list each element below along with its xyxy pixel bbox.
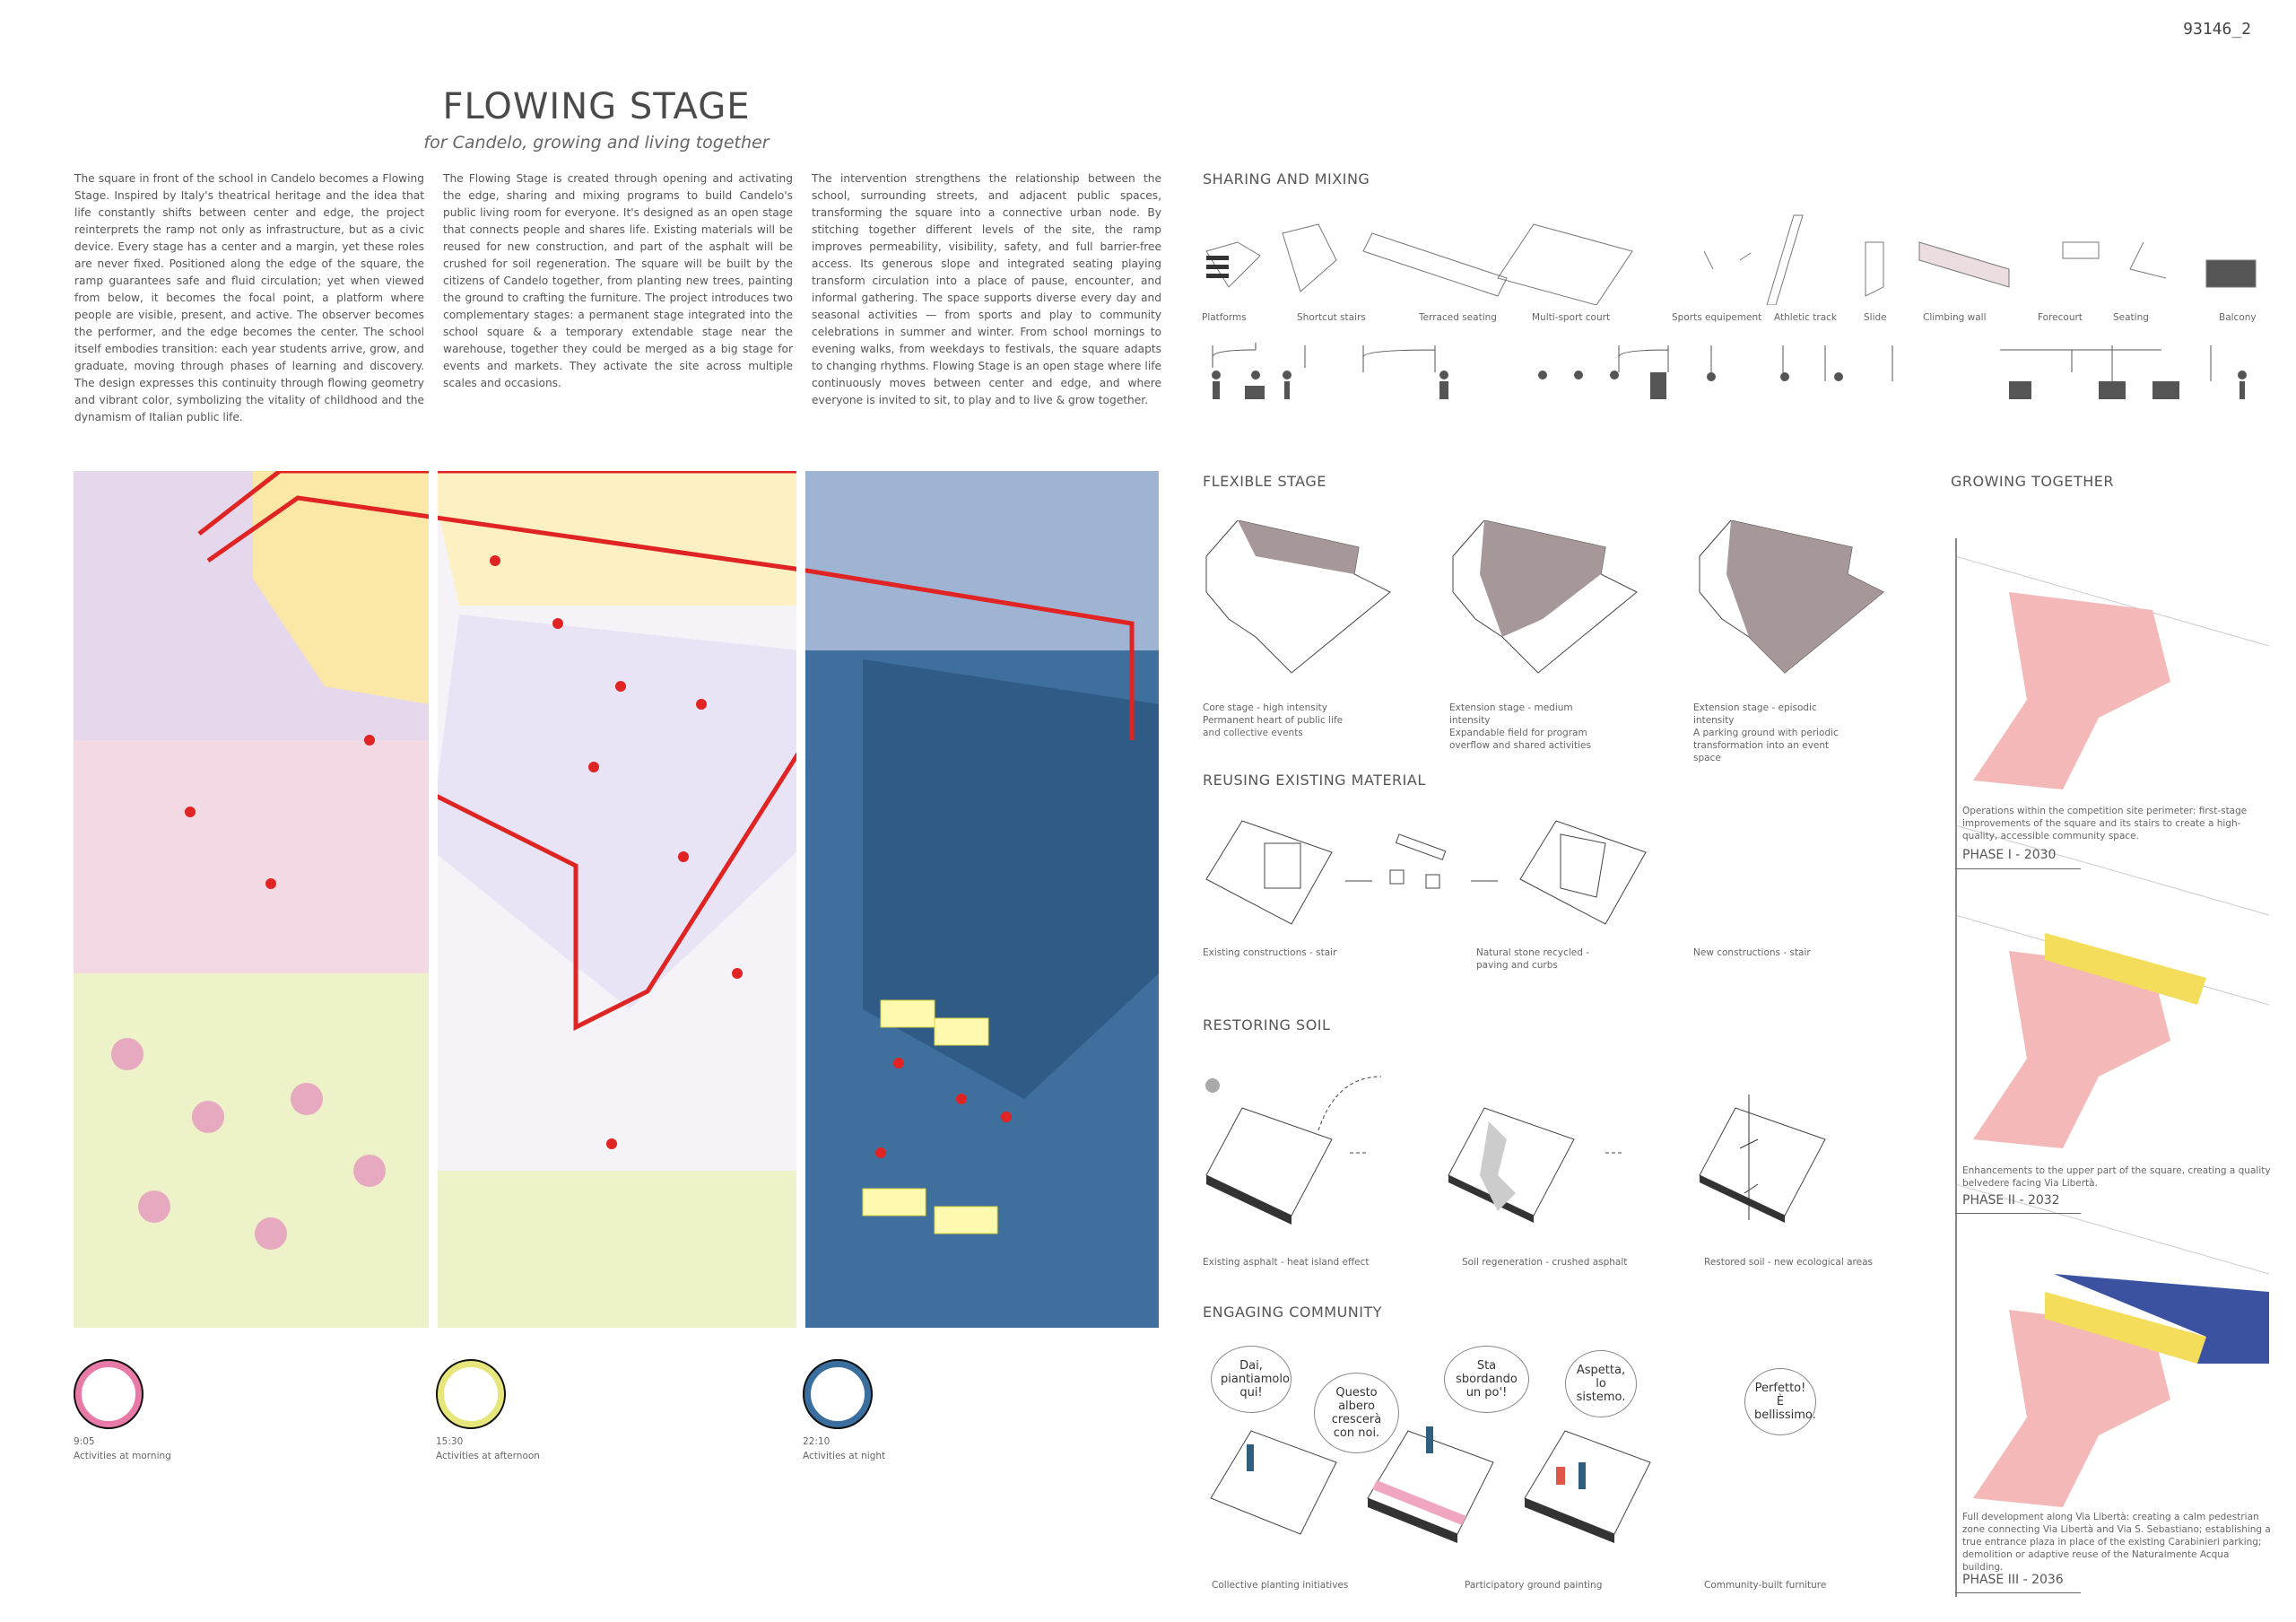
reusing-caption-3: New constructions - stair <box>1693 947 1811 958</box>
community-diagrams <box>1210 1426 1651 1543</box>
clock-morning: 9:05 Activities at morning <box>74 1359 171 1461</box>
community-caption-1: Collective planting initiatives <box>1212 1580 1349 1591</box>
clock-afternoon: 15:30 Activities at afternoon <box>436 1359 540 1461</box>
reusing-caption-1: Existing constructions - stair <box>1203 947 1337 958</box>
clock-icon <box>436 1359 506 1429</box>
user-pictograms <box>1212 343 2247 399</box>
soil-diagrams <box>1205 1076 1826 1225</box>
clock-icon <box>803 1359 873 1429</box>
arrow-icon <box>1955 868 2081 869</box>
arrow-icon <box>1955 1213 2081 1214</box>
flexible-stage-diagrams <box>1205 520 1884 674</box>
program-labels: Platforms Shortcut stairs Terraced seati… <box>1202 312 2257 323</box>
speech-bubble: Perfetto! È bellissimo. <box>1744 1368 1816 1435</box>
community-caption-2: Participatory ground painting <box>1465 1580 1603 1591</box>
phase-plans <box>1955 555 2269 1507</box>
clock-night: 22:10 Activities at night <box>803 1359 885 1461</box>
axonometric-site-plan <box>74 471 1159 1328</box>
sun-icon <box>1205 1078 1220 1093</box>
speech-bubble: Questo albero crescerà con noi. <box>1314 1373 1399 1453</box>
speech-bubble: Sta sbordando un po'! <box>1444 1346 1529 1413</box>
soil-caption-2: Soil regeneration - crushed asphalt <box>1462 1257 1628 1268</box>
community-heading: ENGAGING COMMUNITY <box>1203 1304 1383 1321</box>
soil-caption-1: Existing asphalt - heat island effect <box>1203 1257 1370 1268</box>
sharing-heading: SHARING AND MIXING <box>1203 170 1370 187</box>
speech-bubble: Dai, piantiamolo qui! <box>1211 1346 1292 1413</box>
soil-heading: RESTORING SOIL <box>1203 1016 1331 1033</box>
intro-text-3: The intervention strengthens the relatio… <box>812 172 1161 406</box>
speech-bubble: Aspetta, lo sistemo. <box>1565 1350 1637 1417</box>
arrow-icon <box>1955 1592 2081 1593</box>
phase-2-area <box>1973 951 2170 1148</box>
project-code: 93146_2 <box>2183 20 2251 39</box>
intro-text-1: The square in front of the school in Can… <box>74 172 424 423</box>
phase-3-label: PHASE III - 2036 <box>1962 1573 2064 1587</box>
program-elements-drawings <box>1205 214 2257 305</box>
community-caption-3: Community-built furniture <box>1704 1580 1827 1591</box>
phase-2-text: Enhancements to the upper part of the sq… <box>1962 1165 2271 1189</box>
flexible-heading: FLEXIBLE STAGE <box>1203 473 1326 490</box>
clocks-row: 9:05 Activities at morning 15:30 Activit… <box>74 1359 970 1467</box>
reusing-diagrams <box>1205 820 1647 925</box>
intro-text-2: The Flowing Stage is created through ope… <box>443 172 793 389</box>
soil-caption-3: Restored soil - new ecological areas <box>1704 1257 1874 1268</box>
growing-heading: GROWING TOGETHER <box>1951 473 2115 490</box>
phase-2-label: PHASE II - 2032 <box>1962 1193 2060 1208</box>
phase-3-area <box>1973 1310 2170 1507</box>
phase-1-label: PHASE I - 2030 <box>1962 848 2057 862</box>
phase-3-text: Full development along Via Libertà: crea… <box>1962 1512 2271 1573</box>
phase-1-area <box>1973 592 2170 789</box>
clock-icon <box>74 1359 144 1429</box>
page-title: FLOWING STAGE <box>442 86 751 127</box>
person-icons <box>1212 371 2247 399</box>
reusing-caption-2: Natural stone recycled - paving and curb… <box>1476 947 1590 971</box>
page-subtitle: for Candelo, growing and living together <box>423 133 770 153</box>
phase-1-text: Operations within the competition site p… <box>1962 806 2248 842</box>
reusing-heading: REUSING EXISTING MATERIAL <box>1203 772 1426 789</box>
